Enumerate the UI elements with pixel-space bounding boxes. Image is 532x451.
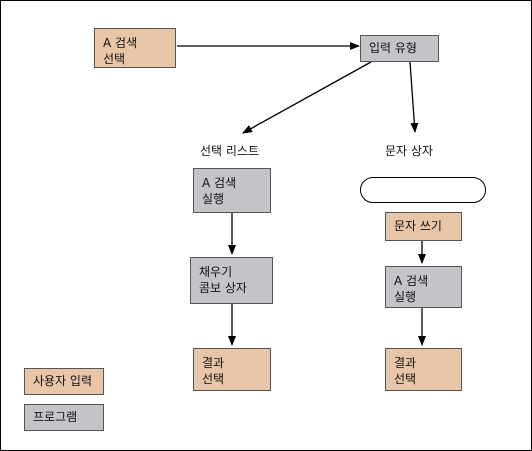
node-line-1: 결과 (202, 356, 225, 370)
text-box-shape (360, 177, 486, 203)
node-line-1: 채우기 (199, 265, 233, 279)
node-line-2: 실행 (394, 290, 417, 304)
write-text-node: 문자 쓰기 (385, 212, 462, 241)
node-text: 입력 유형 (369, 41, 417, 55)
node-line-1: A 검색 (394, 274, 429, 288)
node-line-2: 실행 (202, 192, 225, 206)
node-line-2: 선택 (103, 52, 126, 66)
node-line-1: 결과 (394, 356, 417, 370)
a-search-run-left-node: A 검색 실행 (193, 168, 271, 213)
arrow-input-type-to-select-list (242, 61, 372, 134)
legend-program: 프로그램 (24, 404, 104, 431)
result-select-right-node: 결과 선택 (385, 348, 462, 391)
result-select-left-node: 결과 선택 (193, 348, 271, 391)
node-line-1: A 검색 (202, 176, 237, 190)
a-search-run-right-node: A 검색 실행 (385, 266, 462, 308)
node-line-2: 선택 (202, 372, 225, 386)
legend-label: 사용자 입력 (33, 374, 93, 388)
legend-label: 프로그램 (33, 410, 78, 424)
node-line-2: 선택 (394, 372, 417, 386)
a-search-select-node: A 검색 선택 (94, 28, 176, 68)
node-line-1: A 검색 (103, 36, 138, 50)
input-type-node: 입력 유형 (360, 35, 439, 62)
text-box-label: 문자 상자 (385, 144, 433, 158)
arrow-input-type-to-text-box (409, 61, 419, 133)
node-text: 문자 쓰기 (394, 219, 442, 233)
select-list-label: 선택 리스트 (200, 144, 260, 158)
legend-user-input: 사용자 입력 (24, 368, 104, 395)
node-line-2: 콤보 상자 (199, 281, 247, 295)
fill-combo-box-node: 채우기 콤보 상자 (190, 257, 273, 304)
